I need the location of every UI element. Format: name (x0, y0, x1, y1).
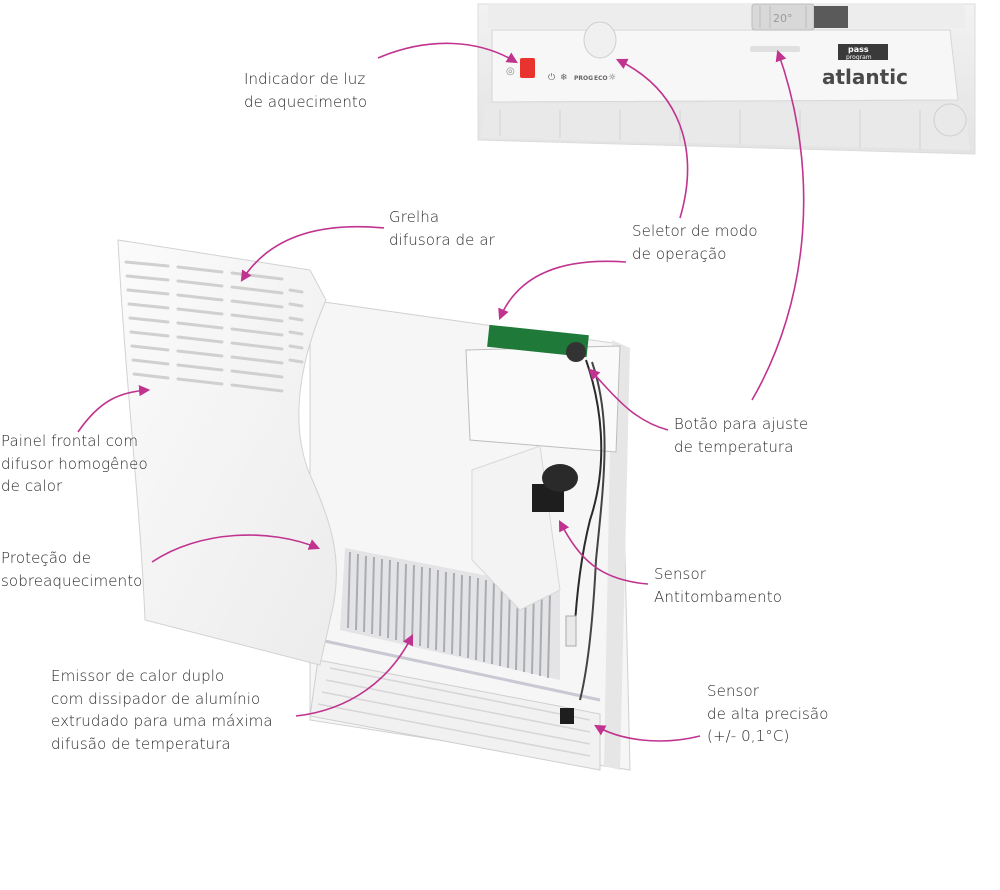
fan-curves-icon: ◎ (506, 66, 515, 77)
label-front-panel: Painel frontal com difusor homogêneo de … (1, 430, 148, 498)
label-line: Botão para ajuste (674, 415, 809, 433)
label-line: de aquecimento (244, 92, 368, 111)
heat-emitter (309, 548, 601, 771)
label-line: Sensor (707, 682, 760, 700)
callout-arrows (77, 42, 805, 742)
badge-program: program (846, 54, 872, 61)
arrow-emitter (295, 633, 414, 717)
label-line: Seletor de modo (632, 222, 758, 240)
label-line: Antitombamento (654, 587, 783, 606)
precision-sensor (560, 708, 574, 724)
arrow-temp-button (588, 368, 669, 431)
arrow-operation-pcb (498, 260, 627, 321)
brand-logo: atlantic (822, 65, 908, 89)
label-line: Painel frontal com (1, 432, 139, 450)
mode-selector-knob (583, 21, 617, 59)
snowflake-icon: ❄ (560, 73, 568, 83)
label-line: Proteção de (1, 549, 92, 567)
arrow-air-grille (240, 225, 385, 282)
badge-pass: pass (848, 45, 869, 54)
arrow-precision-sensor (594, 724, 701, 742)
label-line: de temperatura (674, 437, 794, 456)
label-temp-button: Botão para ajuste de temperatura (674, 413, 808, 458)
label-emitter: Emissor de calor duplo com dissipador de… (51, 665, 273, 755)
label-line: Grelha (389, 208, 440, 226)
label-line: de alta precisão (707, 704, 829, 723)
control-electronics (465, 324, 621, 724)
label-line: Sensor (654, 565, 707, 583)
label-line: de calor (1, 477, 63, 495)
label-line: difusora de ar (389, 230, 495, 249)
label-precision-sensor: Sensor de alta precisão (+/- 0,1°C) (707, 680, 829, 748)
air-grille (124, 260, 304, 393)
label-line: difusão de temperatura (51, 734, 231, 753)
label-line: (+/- 0,1°C) (707, 727, 790, 745)
label-overheat: Proteção de sobreaquecimento (1, 547, 142, 592)
arrow-front-panel (77, 385, 151, 433)
sun-icon: ☼ (608, 73, 616, 83)
label-line: de operação (632, 244, 727, 263)
mode-label-eco: ECO (594, 75, 608, 82)
heating-indicator-light (520, 58, 535, 78)
arrow-temp-dial (751, 49, 805, 401)
label-anti-tip: Sensor Antitombamento (654, 563, 782, 608)
label-line: Emissor de calor duplo (51, 667, 225, 685)
heater-body (117, 239, 631, 771)
dial-value: 20° (773, 12, 793, 25)
front-panel (117, 239, 337, 666)
power-icon: ⏻ (548, 72, 555, 83)
control-panel-closeup: 20° ◎ ⏻ ❄ PROG ECO ☼ pass program atlant… (477, 3, 976, 155)
label-line: com dissipador de alumínio (51, 689, 261, 708)
label-air-grille: Grelha difusora de ar (389, 206, 495, 251)
label-line: difusor homogêneo (1, 454, 148, 473)
arrow-heating-light (377, 42, 518, 64)
label-mode-selector: Seletor de modo de operação (632, 220, 758, 265)
label-line: sobreaquecimento (1, 571, 143, 590)
arrow-mode-selector (615, 58, 689, 219)
arrow-overheat (151, 534, 321, 563)
label-line: extrudado para uma máxima (51, 712, 273, 730)
mode-label-prog: PROG (574, 75, 593, 82)
label-heating-light: Indicador de luz de aquecimento (244, 68, 367, 113)
arrow-anti-tip (558, 520, 649, 585)
label-line: Indicador de luz (244, 70, 366, 88)
